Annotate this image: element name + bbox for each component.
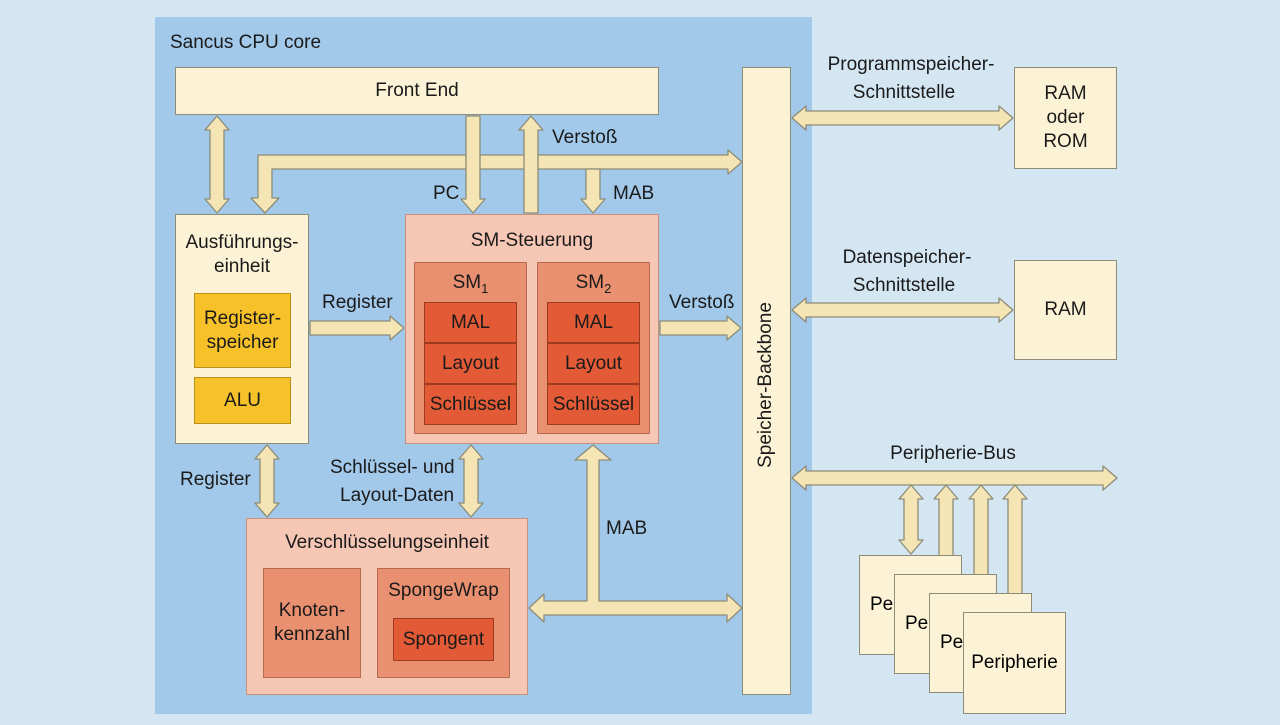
spongent-label: Spongent xyxy=(402,628,485,650)
register-storage-line1: Register- xyxy=(203,307,282,329)
register-storage-line2: speicher xyxy=(206,331,279,353)
memory-backbone-box xyxy=(742,67,791,695)
ram-rom-line2: oder xyxy=(1046,107,1085,128)
arrow-mab-top xyxy=(580,168,606,214)
label-mab-top: MAB xyxy=(613,183,655,204)
ram-label: RAM xyxy=(1044,299,1087,320)
label-mab-low: MAB xyxy=(606,518,648,539)
label-pc: PC xyxy=(433,183,460,204)
label-prog-interface-line1: Programmspeicher- xyxy=(827,54,995,75)
encryption-unit-title: Verschlüsselungseinheit xyxy=(285,532,489,553)
spongent-box: Spongent xyxy=(393,618,494,661)
label-data-interface-line2: Schnittstelle xyxy=(852,275,956,296)
arrow-verstoss-top xyxy=(518,115,544,214)
arrow-prog-interface xyxy=(791,105,1014,131)
sm1-layout-label: Layout xyxy=(441,352,500,374)
node-id-line1: Knoten- xyxy=(278,600,346,621)
sm1-mal-box: MAL xyxy=(424,302,517,343)
sm1-key-label: Schlüssel xyxy=(429,393,512,415)
peripheral-card-3-label: Per xyxy=(940,632,970,653)
label-verstoss-mid: Verstoß xyxy=(669,292,735,313)
label-key-layout-line2: Layout-Daten xyxy=(340,485,455,506)
arrow-periph-1 xyxy=(898,484,924,555)
arrow-peripheral-bus xyxy=(791,465,1118,491)
ram-rom-box: RAM oder ROM xyxy=(1014,67,1117,169)
sm2-label: SM2 xyxy=(576,271,612,301)
label-verstoss-top: Verstoß xyxy=(552,127,618,148)
execution-unit-title-line1: Ausführungs- xyxy=(185,232,299,253)
sm1-name: SM xyxy=(452,272,482,293)
arrow-data-bus-top xyxy=(250,149,743,214)
front-end-label: Front End xyxy=(375,80,459,101)
front-end-box: Front End xyxy=(175,67,659,115)
ram-box: RAM xyxy=(1014,260,1117,360)
alu-label: ALU xyxy=(224,389,261,411)
node-id-box: Knoten- kennzahl xyxy=(263,568,361,678)
sm1-mal-label: MAL xyxy=(450,311,491,333)
arrow-pc xyxy=(460,115,486,214)
sm1-key-box: Schlüssel xyxy=(424,384,517,425)
sm1-layout-box: Layout xyxy=(424,343,517,384)
peripheral-card-2-label: Per xyxy=(905,613,935,634)
sm2-name: SM xyxy=(575,272,605,293)
label-key-layout-line1: Schlüssel- und xyxy=(330,457,455,478)
label-register-mid: Register xyxy=(322,292,393,313)
alu-box: ALU xyxy=(194,377,291,424)
spongewrap-label: SpongeWrap xyxy=(388,580,499,601)
sm2-mal-box: MAL xyxy=(547,302,640,343)
ram-rom-line3: ROM xyxy=(1043,131,1088,152)
arrow-verstoss-mid xyxy=(659,315,742,341)
sm2-key-box: Schlüssel xyxy=(547,384,640,425)
execution-unit-title-line2: einheit xyxy=(214,256,270,277)
arrow-frontend-exec xyxy=(204,115,230,214)
sm2-subscript: 2 xyxy=(604,280,612,296)
arrow-register-low xyxy=(254,444,280,518)
arrow-key-layout xyxy=(458,444,484,518)
arrow-mab-low xyxy=(528,444,743,623)
label-prog-interface-line2: Schnittstelle xyxy=(852,82,956,103)
memory-backbone-label: Speicher-Backbone xyxy=(755,302,776,468)
peripheral-card-4-label: Peripherie xyxy=(971,652,1058,673)
sm2-layout-box: Layout xyxy=(547,343,640,384)
ram-rom-line1: RAM xyxy=(1044,83,1087,104)
sm1-subscript: 1 xyxy=(481,280,489,296)
label-register-low: Register xyxy=(180,469,251,490)
label-peripheral-bus: Peripherie-Bus xyxy=(890,443,1016,464)
sm-control-title: SM-Steuerung xyxy=(470,230,594,251)
cpu-core-title: Sancus CPU core xyxy=(170,32,322,53)
sm1-label: SM1 xyxy=(453,271,489,301)
peripheral-card-4: Peripherie xyxy=(963,612,1066,714)
sm2-layout-label: Layout xyxy=(564,352,623,374)
sm2-key-label: Schlüssel xyxy=(552,393,635,415)
node-id-line2: kennzahl xyxy=(273,624,351,645)
arrow-data-interface xyxy=(791,297,1014,323)
register-storage-box: Register- speicher xyxy=(194,293,291,368)
arrow-register-mid xyxy=(309,315,405,341)
sm2-mal-label: MAL xyxy=(573,311,614,333)
label-data-interface-line1: Datenspeicher- xyxy=(842,247,972,268)
